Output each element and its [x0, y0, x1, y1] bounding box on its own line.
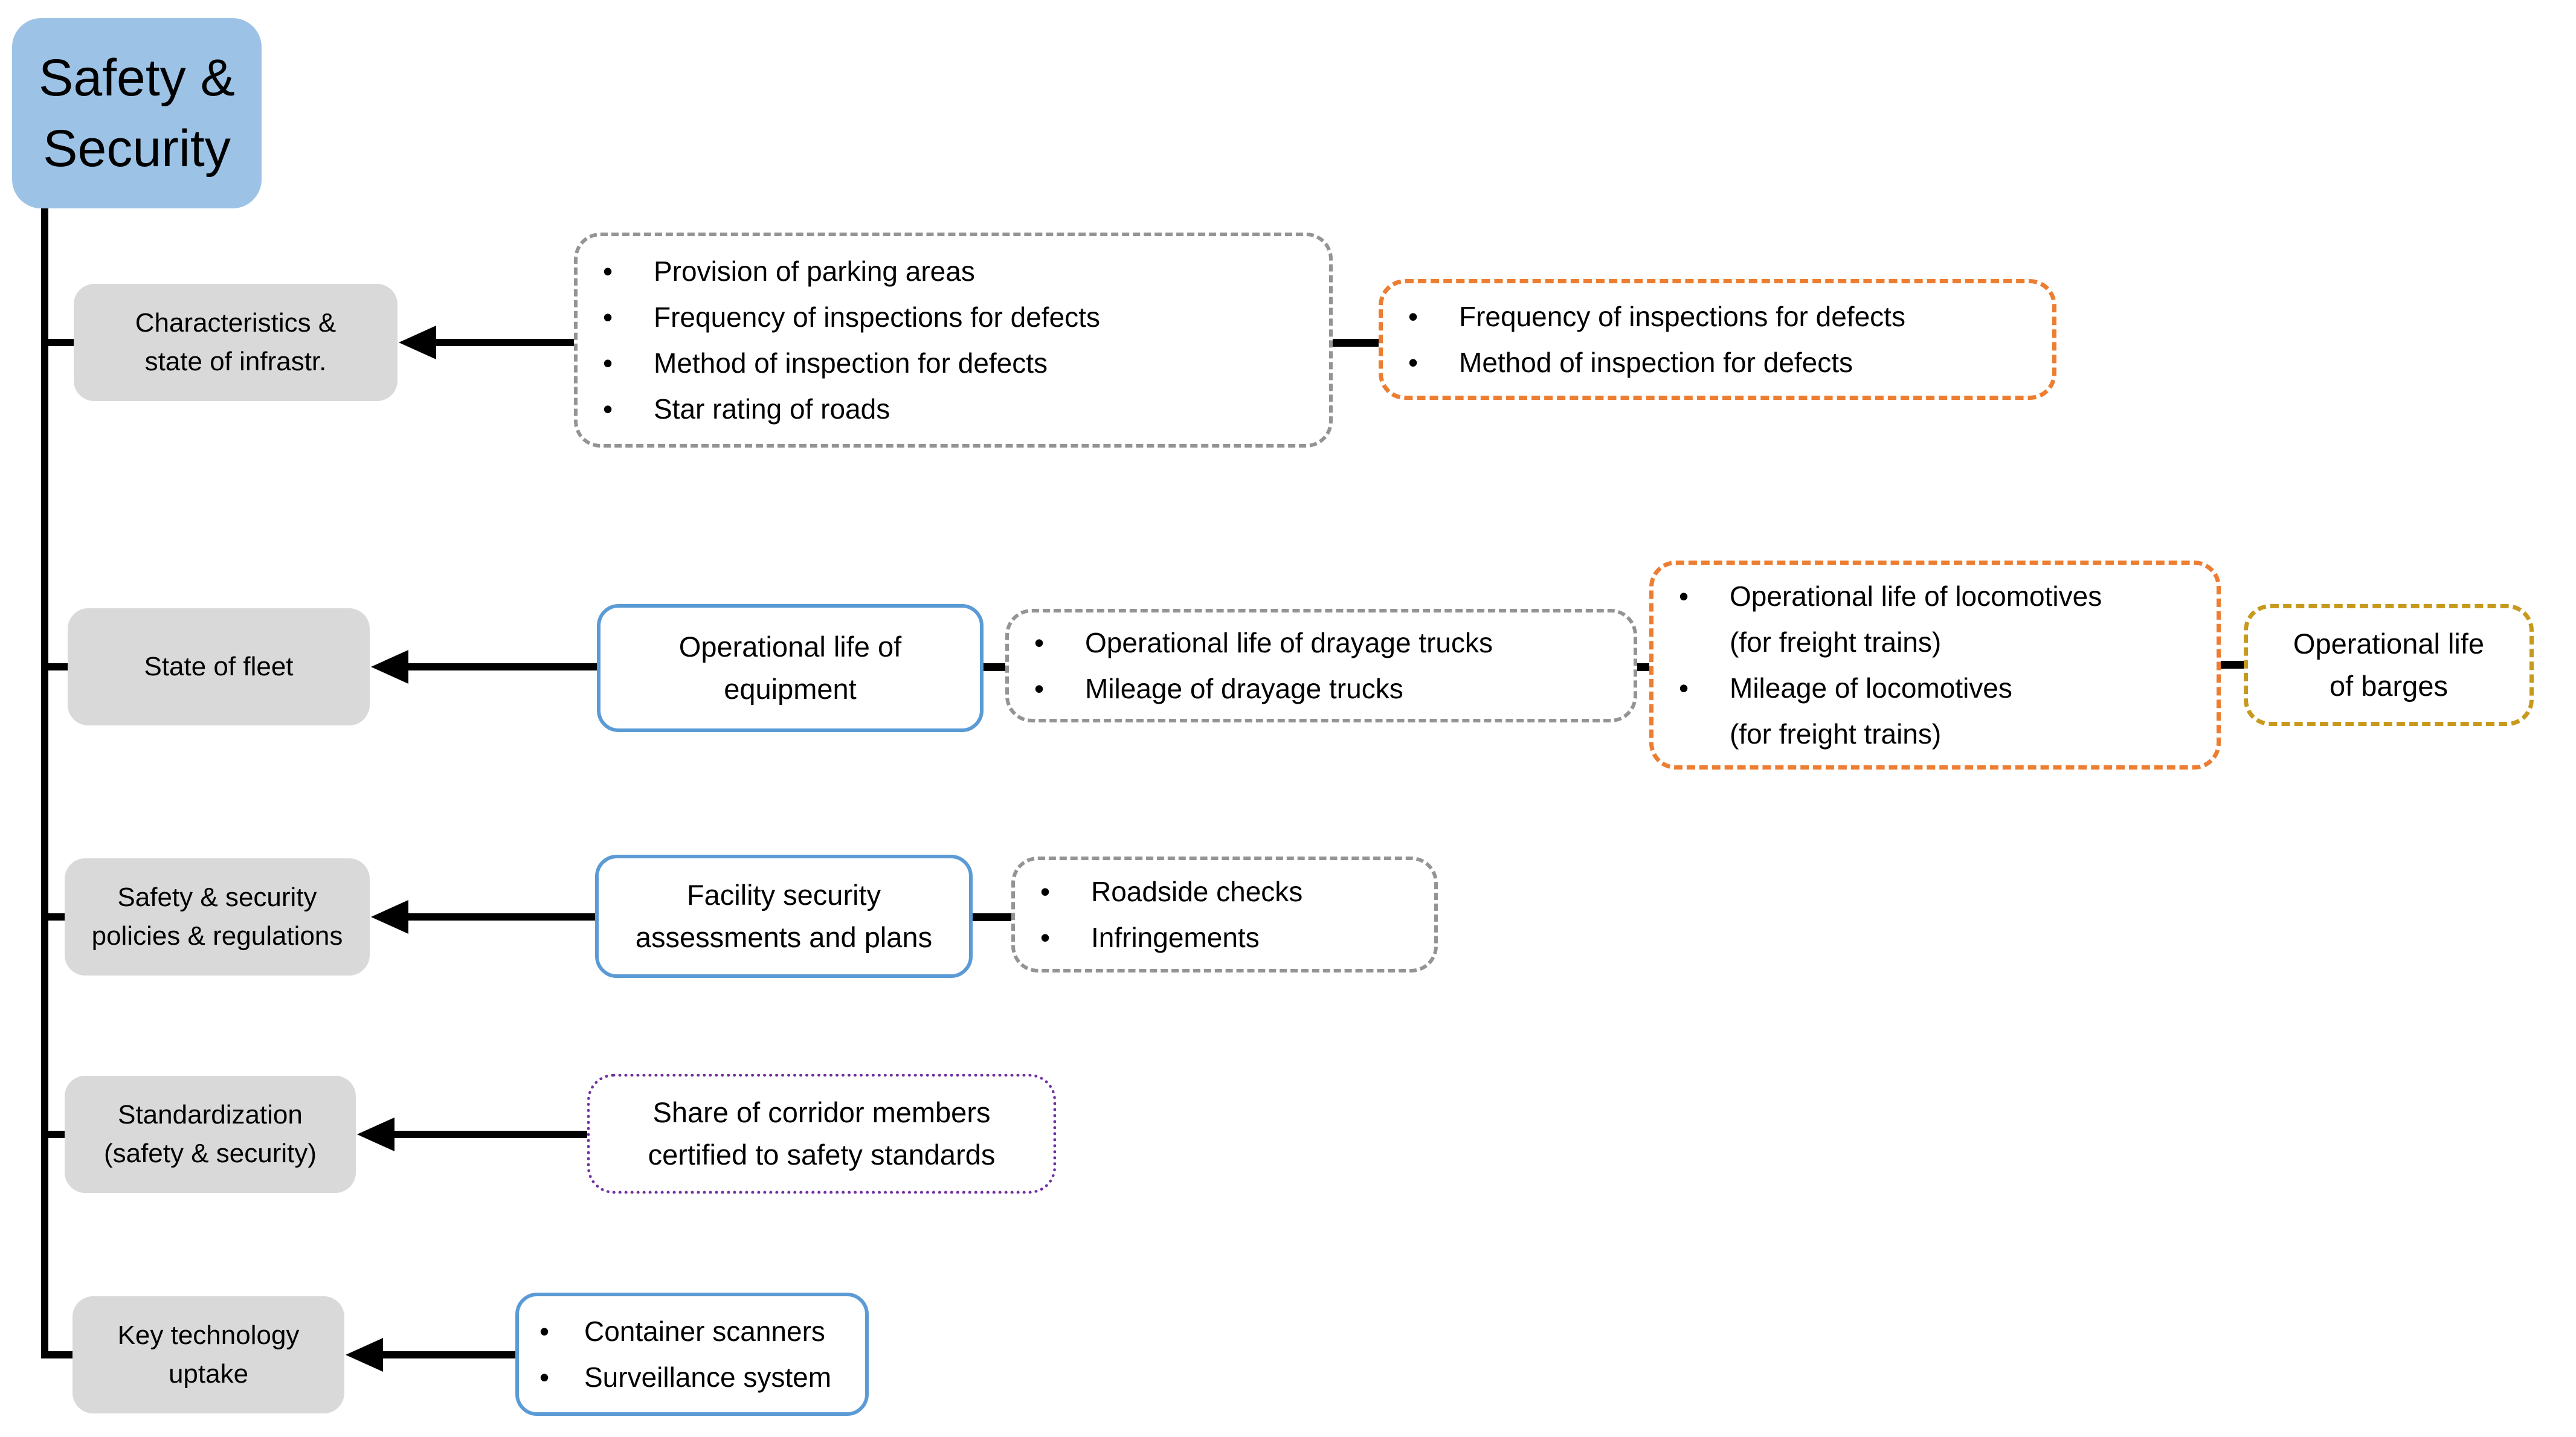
indicator-text: Provision of parking areas: [654, 256, 975, 287]
list-item: • Method of inspection for defects: [603, 340, 1319, 386]
connector-row2-gray-to-orange: [1637, 663, 1649, 671]
arrow-row-3: [371, 900, 595, 934]
list-item: • Infringements: [1040, 915, 1425, 960]
indicator-text: Container scanners: [584, 1316, 825, 1347]
indicator-text: Method of inspection for defects: [1459, 347, 1853, 378]
category-box-key-technology: Key technology uptake: [72, 1296, 344, 1413]
indicator-box-barges-gold: Operational life of barges: [2244, 604, 2534, 726]
category-label: State of fleet: [144, 652, 294, 682]
root-node-safety-security: Safety & Security: [12, 18, 262, 208]
connector-row2-orange-to-gold: [2221, 661, 2244, 669]
category-label: Standardization (safety & security): [103, 1100, 317, 1168]
indicator-text: Roadside checks: [1091, 876, 1303, 907]
arrow-shaft: [428, 339, 574, 346]
arrow-row-1: [399, 326, 574, 359]
bullet-icon: •: [603, 301, 613, 333]
list-item: • Operational life of drayage trucks: [1034, 620, 1624, 666]
category-box-infrastructure: Characteristics & state of infrastr.: [74, 284, 398, 401]
category-label: Key technology uptake: [117, 1320, 300, 1389]
arrow-shaft: [400, 663, 597, 670]
category-label: Safety & security policies & regulations: [91, 882, 343, 951]
row-stub-5: [41, 1351, 76, 1358]
root-node-label: Safety & Security: [38, 49, 236, 178]
list-item: • Roadside checks: [1040, 869, 1425, 915]
connector-row1-gray-to-orange: [1333, 339, 1379, 347]
arrow-shaft: [375, 1351, 515, 1358]
arrow-row-5: [346, 1338, 515, 1372]
row-stub-1: [41, 339, 76, 346]
list-item: • Frequency of inspections for defects: [603, 294, 1319, 340]
indicator-box-drayage-trucks-gray: • Operational life of drayage trucks • M…: [1005, 609, 1637, 722]
list-item: • Surveillance system: [539, 1354, 855, 1400]
indicator-box-technology-blue: • Container scanners • Surveillance syst…: [515, 1293, 869, 1416]
indicator-box-roadside-checks-gray: • Roadside checks • Infringements: [1011, 857, 1438, 972]
bullet-icon: •: [603, 256, 613, 287]
indicator-text: Star rating of roads: [654, 393, 890, 425]
bullet-icon: •: [539, 1316, 550, 1347]
indicator-box-certification-purple: Share of corridor members certified to s…: [587, 1074, 1056, 1194]
trunk-line: [41, 208, 48, 1358]
indicator-box-locomotives-orange: • Operational life of locomotives (for f…: [1649, 561, 2221, 770]
list-item: • Mileage of drayage trucks: [1034, 666, 1624, 712]
connector-row2-blue-to-gray: [984, 663, 1005, 671]
indicator-text: Surveillance system: [584, 1361, 832, 1393]
category-box-standardization: Standardization (safety & security): [65, 1076, 356, 1193]
indicator-box-infrastructure-orange: • Frequency of inspections for defects •…: [1379, 279, 2056, 400]
bullet-icon: •: [1408, 301, 1418, 332]
indicator-text: Mileage of drayage trucks: [1085, 673, 1403, 704]
bullet-icon: •: [603, 393, 613, 425]
arrow-shaft: [400, 913, 595, 921]
indicator-box-facility-security: Facility security assessments and plans: [595, 855, 973, 978]
arrow-row-2: [371, 650, 597, 684]
row-stub-4: [41, 1131, 68, 1138]
indicator-text: Operational life of locomotives (for fre…: [1730, 580, 2102, 658]
connector-row3-blue-to-gray: [973, 913, 1011, 921]
list-item: • Provision of parking areas: [603, 248, 1319, 294]
row-stub-3: [41, 913, 68, 921]
bullet-icon: •: [1034, 627, 1045, 658]
bullet-icon: •: [1679, 672, 1689, 704]
indicator-text: Operational life of drayage trucks: [1085, 627, 1493, 658]
bullet-icon: •: [539, 1361, 550, 1393]
indicator-box-operational-life-equipment: Operational life of equipment: [597, 604, 984, 732]
list-item: • Star rating of roads: [603, 386, 1319, 432]
bullet-icon: •: [1040, 876, 1051, 907]
row-stub-2: [41, 663, 71, 670]
category-label: Characteristics & state of infrastr.: [135, 308, 336, 376]
list-item: • Operational life of locomotives (for f…: [1679, 573, 2207, 665]
bullet-icon: •: [1679, 580, 1689, 612]
indicator-text: Mileage of locomotives (for freight trai…: [1730, 672, 2012, 750]
bullet-icon: •: [603, 347, 613, 379]
list-item: • Method of inspection for defects: [1408, 339, 2043, 385]
arrow-row-4: [357, 1117, 587, 1151]
indicator-label: Operational life of equipment: [678, 630, 902, 706]
indicator-text: Frequency of inspections for defects: [1459, 301, 1905, 332]
category-box-state-of-fleet: State of fleet: [68, 608, 370, 725]
indicator-label: Operational life of barges: [2293, 627, 2485, 702]
list-item: • Container scanners: [539, 1308, 855, 1354]
bullet-icon: •: [1040, 922, 1051, 953]
list-item: • Mileage of locomotives (for freight tr…: [1679, 665, 2207, 757]
list-item: • Frequency of inspections for defects: [1408, 294, 2043, 339]
category-box-policies-regulations: Safety & security policies & regulations: [65, 858, 370, 976]
bullet-icon: •: [1034, 673, 1045, 704]
bullet-icon: •: [1408, 347, 1418, 378]
indicator-label: Facility security assessments and plans: [635, 878, 933, 954]
indicator-text: Method of inspection for defects: [654, 347, 1048, 379]
indicator-text: Frequency of inspections for defects: [654, 301, 1100, 333]
indicator-box-infrastructure-gray: • Provision of parking areas • Frequency…: [574, 233, 1333, 448]
arrow-shaft: [386, 1131, 587, 1138]
indicator-text: Infringements: [1091, 922, 1260, 953]
indicator-label: Share of corridor members certified to s…: [648, 1096, 996, 1171]
